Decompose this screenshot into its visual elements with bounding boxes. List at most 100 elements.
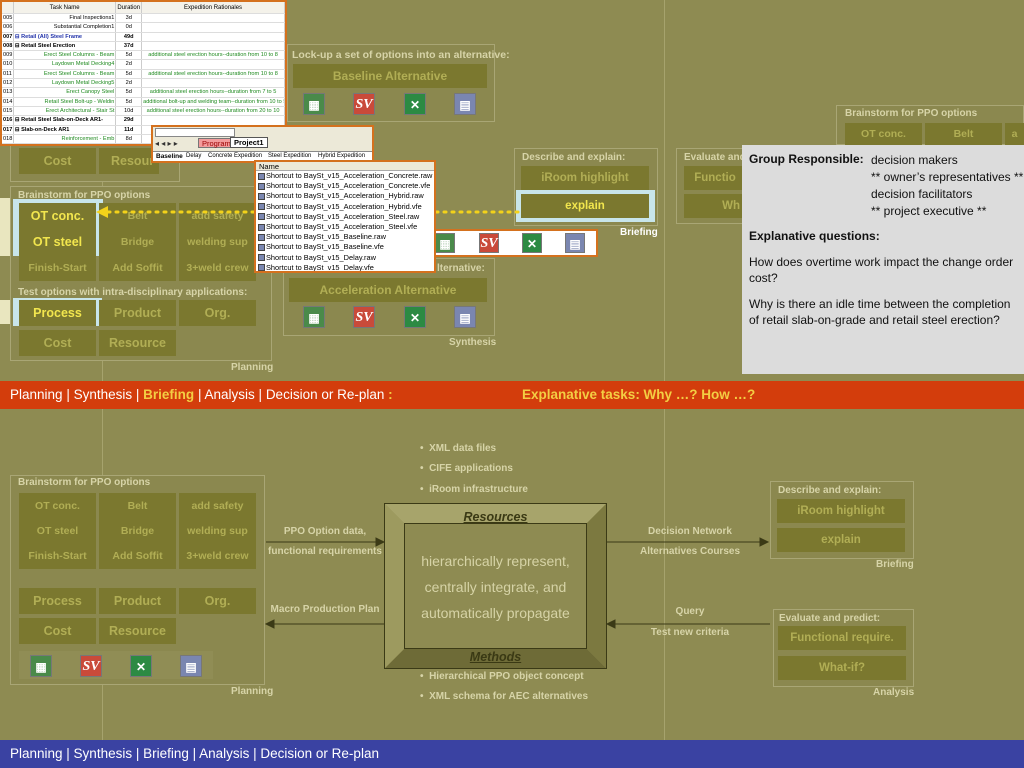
excel-icon[interactable]: ✕ xyxy=(404,306,426,328)
shortcut-icon[interactable]: ▤ xyxy=(180,655,202,677)
shortcut-icon[interactable]: ▤ xyxy=(454,93,476,115)
project-icon[interactable]: ▦ xyxy=(435,233,455,253)
resource-cell[interactable]: Resour xyxy=(99,148,159,174)
file-shortcut-icon xyxy=(258,182,265,190)
nav-analysis[interactable]: Analysis xyxy=(204,387,255,402)
sv-icon[interactable]: SV xyxy=(353,93,375,115)
file-name: Shortcut to BaySt_v15_Acceleration_Hybri… xyxy=(266,191,424,201)
excel-icon[interactable]: ✕ xyxy=(522,233,542,253)
iroom-highlight[interactable]: iRoom highlight xyxy=(521,166,649,190)
schedule-row[interactable]: 016⊟ Retail Steel Slab-on-Deck AR1-29d xyxy=(2,116,285,126)
file-item[interactable]: Shortcut to BaySt_v15_Delay.raw xyxy=(256,253,434,263)
nav-briefing[interactable]: Briefing xyxy=(143,387,195,402)
app-process[interactable]: Process xyxy=(19,588,96,614)
file-list-header[interactable]: Name xyxy=(256,162,434,171)
excel-icon[interactable]: ✕ xyxy=(130,655,152,677)
option-belt[interactable]: Belt xyxy=(925,123,1002,145)
option-ot-steel[interactable]: OT steel xyxy=(19,229,96,255)
file-item[interactable]: Shortcut to BaySt_v15_Acceleration_Concr… xyxy=(256,181,434,191)
option-add-soffit[interactable]: Add Soffit xyxy=(99,255,176,281)
project-icon[interactable]: ▦ xyxy=(30,655,52,677)
task-name: Erect Steel Columns - Beam xyxy=(14,69,117,79)
row-id: 009 xyxy=(3,51,14,60)
baseline-alternative[interactable]: Baseline Alternative xyxy=(293,64,487,88)
bottom-breadcrumb[interactable]: Planning | Synthesis | Briefing | Analys… xyxy=(10,746,379,761)
whatif-cell[interactable]: What-if? xyxy=(778,656,906,680)
file-item[interactable]: Shortcut to BaySt_v15_Baseline.vfe xyxy=(256,242,434,252)
file-item[interactable]: Shortcut to BaySt_v15_Acceleration_Concr… xyxy=(256,171,434,181)
expedition-rationale: additional bolt-up and welding team--dur… xyxy=(143,97,285,106)
app-product[interactable]: Product xyxy=(99,300,176,326)
explain-cell[interactable]: explain xyxy=(777,528,905,552)
option-add-safety[interactable]: add safety xyxy=(179,493,256,519)
option-belt[interactable]: Belt xyxy=(99,493,176,519)
app-org[interactable]: Org. xyxy=(179,588,256,614)
sv-icon[interactable]: SV xyxy=(80,655,102,677)
tab-project1[interactable]: Project1 xyxy=(230,137,268,148)
file-item[interactable]: Shortcut to BaySt_v15_Baseline.raw xyxy=(256,232,434,242)
acceleration-alternative[interactable]: Acceleration Alternative xyxy=(289,278,487,302)
option-ot-conc[interactable]: OT conc. xyxy=(19,493,96,519)
file-item[interactable]: Shortcut to BaySt_v15_Acceleration_Hybri… xyxy=(256,202,434,212)
cost-cell[interactable]: Cost xyxy=(19,330,96,356)
nav-planning[interactable]: Planning xyxy=(10,387,63,402)
nav-synthesis[interactable]: Synthesis xyxy=(73,387,133,402)
option-belt[interactable]: Belt xyxy=(99,203,176,229)
file-item[interactable]: Shortcut to BaySt_v15_Acceleration_Steel… xyxy=(256,222,434,232)
option-welding-sup[interactable]: welding sup xyxy=(179,518,256,544)
option-ot-conc[interactable]: OT conc. xyxy=(845,123,922,145)
app-org[interactable]: Org. xyxy=(179,300,256,326)
option-bridge[interactable]: Bridge xyxy=(99,229,176,255)
option-weld-crew[interactable]: 3+weld crew xyxy=(179,255,256,281)
project-icon[interactable]: ▦ xyxy=(303,93,325,115)
option-weld-crew[interactable]: 3+weld crew xyxy=(179,543,256,569)
option-welding-sup[interactable]: welding sup xyxy=(179,229,256,255)
resource-cell[interactable]: Resource xyxy=(99,330,176,356)
resource-cell[interactable]: Resource xyxy=(99,618,176,644)
iroom-highlight[interactable]: iRoom highlight xyxy=(777,499,905,523)
sv-icon[interactable]: SV xyxy=(479,233,499,253)
nav-decision[interactable]: Decision or Re-plan xyxy=(265,387,385,402)
planning-label: Planning xyxy=(231,362,274,373)
option-ot-steel[interactable]: OT steel xyxy=(19,518,96,544)
option-add-soffit[interactable]: Add Soffit xyxy=(99,543,176,569)
option-add-safety[interactable]: a xyxy=(1005,123,1024,145)
option-finish-start[interactable]: Finish-Start xyxy=(19,255,96,281)
file-item[interactable]: Shortcut to BaySt_v15_Acceleration_Hybri… xyxy=(256,191,434,201)
horizontal-scrollbar[interactable] xyxy=(155,128,235,137)
cost-cell[interactable]: Cost xyxy=(19,618,96,644)
project-icon[interactable]: ▦ xyxy=(303,306,325,328)
option-finish-start[interactable]: Finish-Start xyxy=(19,543,96,569)
link-test-criteria: Test new criteria xyxy=(650,627,730,638)
file-item[interactable]: Shortcut to BaySt_v15_Delay.vfe xyxy=(256,263,434,271)
sv-icon[interactable]: SV xyxy=(353,306,375,328)
option-ot-conc[interactable]: OT conc. xyxy=(19,203,96,229)
explain-cell[interactable]: explain xyxy=(521,194,649,218)
sheet-nav[interactable]: ◂ ◂ ▸ ▸ xyxy=(155,139,178,148)
file-item[interactable]: Shortcut to BaySt_v15_Acceleration_Steel… xyxy=(256,212,434,222)
functional-cell[interactable]: Functional require. xyxy=(778,626,906,650)
test-options-title: Test options with intra-disciplinary app… xyxy=(18,287,248,298)
app-process[interactable]: Process xyxy=(19,300,96,326)
excel-icon[interactable]: ✕ xyxy=(404,93,426,115)
option-bridge[interactable]: Bridge xyxy=(99,518,176,544)
shortcut-icon[interactable]: ▤ xyxy=(565,233,585,253)
briefing-label: Briefing xyxy=(876,559,914,570)
shortcut-icon[interactable]: ▤ xyxy=(454,306,476,328)
cost-cell[interactable]: Cost xyxy=(19,148,96,174)
app-product[interactable]: Product xyxy=(99,588,176,614)
whatif-cell[interactable]: Wh xyxy=(684,194,746,218)
functional-cell[interactable]: Functio xyxy=(684,166,746,190)
